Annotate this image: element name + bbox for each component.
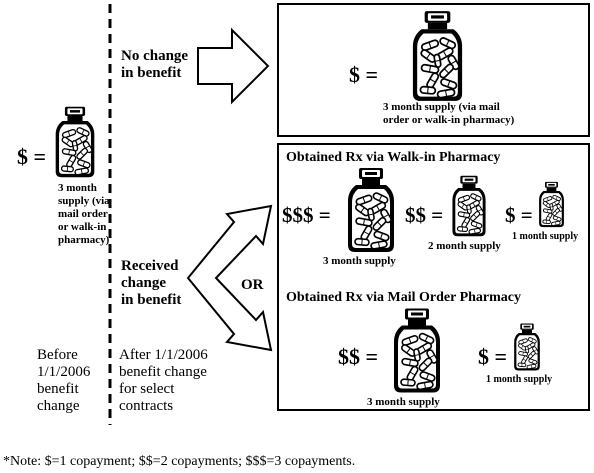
no-change-supply: 3 month supply (via mail order or walk-i…: [383, 101, 515, 126]
no-change-label: No change in benefit: [121, 48, 189, 81]
no-change-price: $ =: [349, 62, 379, 87]
walk-in-supply-3: 3 month supply: [323, 255, 396, 267]
no-change-box: [277, 3, 590, 137]
before-price: $ =: [17, 144, 47, 169]
after-period-label: After 1/1/2006 benefit change for select…: [119, 347, 208, 414]
pill-bottle-icon: [348, 168, 394, 252]
received-change-label: Received change in benefit: [121, 258, 182, 308]
walk-in-price-2: $$ =: [405, 203, 444, 227]
walk-in-price-1: $ =: [505, 203, 533, 227]
walk-in-title: Obtained Rx via Walk-in Pharmacy: [286, 150, 501, 165]
mail-order-price-3: $$ =: [338, 344, 379, 369]
walk-in-price-3: $$$ =: [282, 203, 331, 227]
pill-bottle-icon: [412, 11, 463, 101]
before-supply: 3 month supply (via mail order or walk-i…: [58, 182, 110, 246]
pill-bottle-icon: [539, 181, 564, 228]
pill-bottle-icon: [55, 106, 95, 178]
mail-order-supply-3: 3 month supply: [367, 396, 440, 408]
mail-order-title: Obtained Rx via Mail Order Pharmacy: [286, 290, 521, 305]
mail-order-price-1: $ =: [478, 344, 508, 369]
mail-order-supply-1: 1 month supply: [486, 374, 553, 385]
pill-bottle-icon: [514, 323, 540, 371]
received-change-box: [277, 143, 590, 411]
or-label: OR: [241, 277, 264, 293]
pill-bottle-icon: [394, 308, 440, 393]
pill-bottle-icon: [452, 175, 486, 237]
walk-in-supply-2: 2 month supply: [428, 240, 501, 252]
footnote: *Note: $=1 copayment; $$=2 copayments; $…: [3, 454, 356, 469]
before-period-label: Before 1/1/2006 benefit change: [37, 347, 91, 414]
walk-in-supply-1: 1 month supply: [512, 231, 579, 242]
